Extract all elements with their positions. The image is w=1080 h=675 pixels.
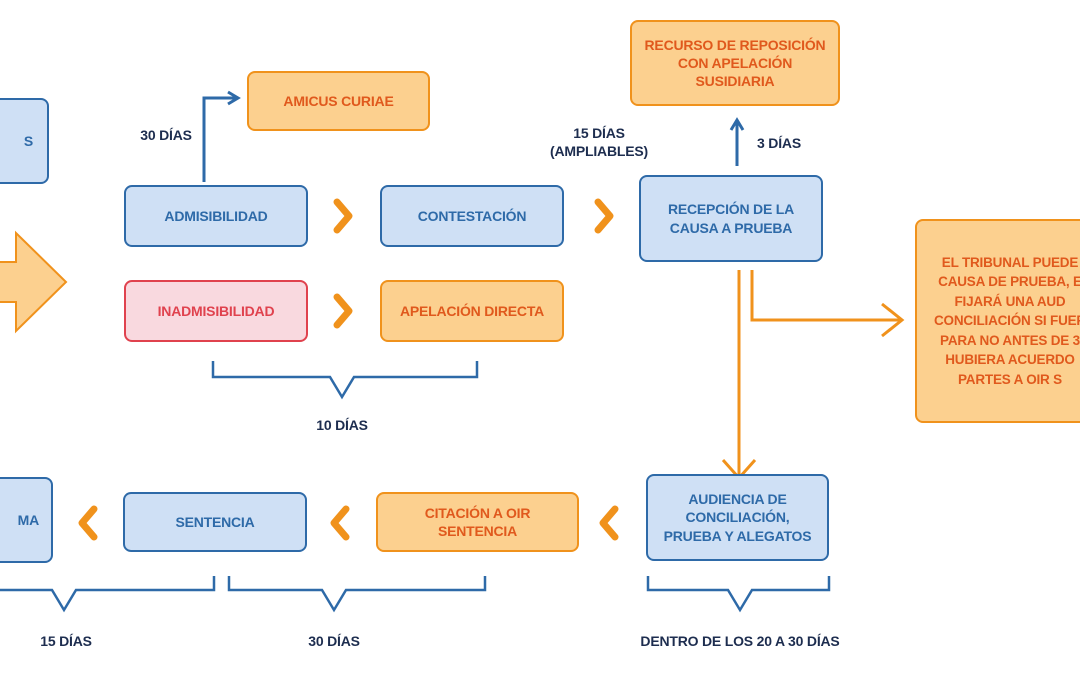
label-30-dias-top: 30 DÍAS — [140, 127, 192, 143]
label-10-dias: 10 DÍAS — [316, 417, 368, 433]
recepcion-to-recurso-arrowhead — [729, 117, 745, 131]
label-dentro-20-30-dias: DENTRO DE LOS 20 A 30 DÍAS — [640, 633, 840, 649]
chevron-inadmisibilidad-apelacion — [333, 293, 353, 329]
inadmisibilidad-node: INADMISIBILIDAD — [124, 280, 308, 342]
recurso-reposicion-node: RECURSO DE REPOSICIÓN CON APELACIÓN SUSI… — [630, 20, 840, 106]
tribunal-note-node: EL TRIBUNAL PUEDE CAUSA DE PRUEBA, E FIJ… — [915, 219, 1080, 423]
chevron-admisibilidad-contestacion — [333, 198, 353, 234]
bracket-30-dias — [227, 576, 487, 613]
admisibilidad-to-amicus-arrowhead — [227, 90, 241, 106]
chevron-contestacion-recepcion — [594, 198, 614, 234]
chevron-audiencia-citacion — [599, 505, 619, 541]
chevron-citacion-sentencia — [330, 505, 350, 541]
bracket-10-dias — [211, 361, 479, 400]
admisibilidad-node: ADMISIBILIDAD — [124, 185, 308, 247]
amicus-curiae-node: AMICUS CURIAE — [247, 71, 430, 131]
recepcion-causa-node: RECEPCIÓN DE LA CAUSA A PRUEBA — [639, 175, 823, 262]
contestacion-node: CONTESTACIÓN — [380, 185, 564, 247]
label-15-dias-ampliables: 15 DÍAS (AMPLIABLES) — [550, 125, 648, 160]
citacion-sentencia-node: CITACIÓN A OIR SENTENCIA — [376, 492, 579, 552]
partial-left-bottom-node: MA — [0, 477, 53, 563]
chevron-sentencia-firma — [78, 505, 98, 541]
big-arrow-shape — [0, 230, 68, 334]
partial-left-top-node: S — [0, 98, 49, 184]
audiencia-node: AUDIENCIA DE CONCILIACIÓN, PRUEBA Y ALEG… — [646, 474, 829, 561]
sentencia-node: SENTENCIA — [123, 492, 307, 552]
label-3-dias: 3 DÍAS — [757, 135, 801, 151]
recepcion-to-tribunal-arrowhead — [881, 302, 905, 338]
admisibilidad-to-amicus-line — [202, 96, 236, 182]
recepcion-to-tribunal-line — [750, 270, 900, 322]
label-15-dias-bottom: 15 DÍAS — [40, 633, 92, 649]
label-30-dias-bottom: 30 DÍAS — [308, 633, 360, 649]
bracket-15-dias — [0, 576, 216, 613]
apelacion-directa-node: APELACIÓN DIRECTA — [380, 280, 564, 342]
bracket-20-30-dias — [646, 576, 831, 613]
